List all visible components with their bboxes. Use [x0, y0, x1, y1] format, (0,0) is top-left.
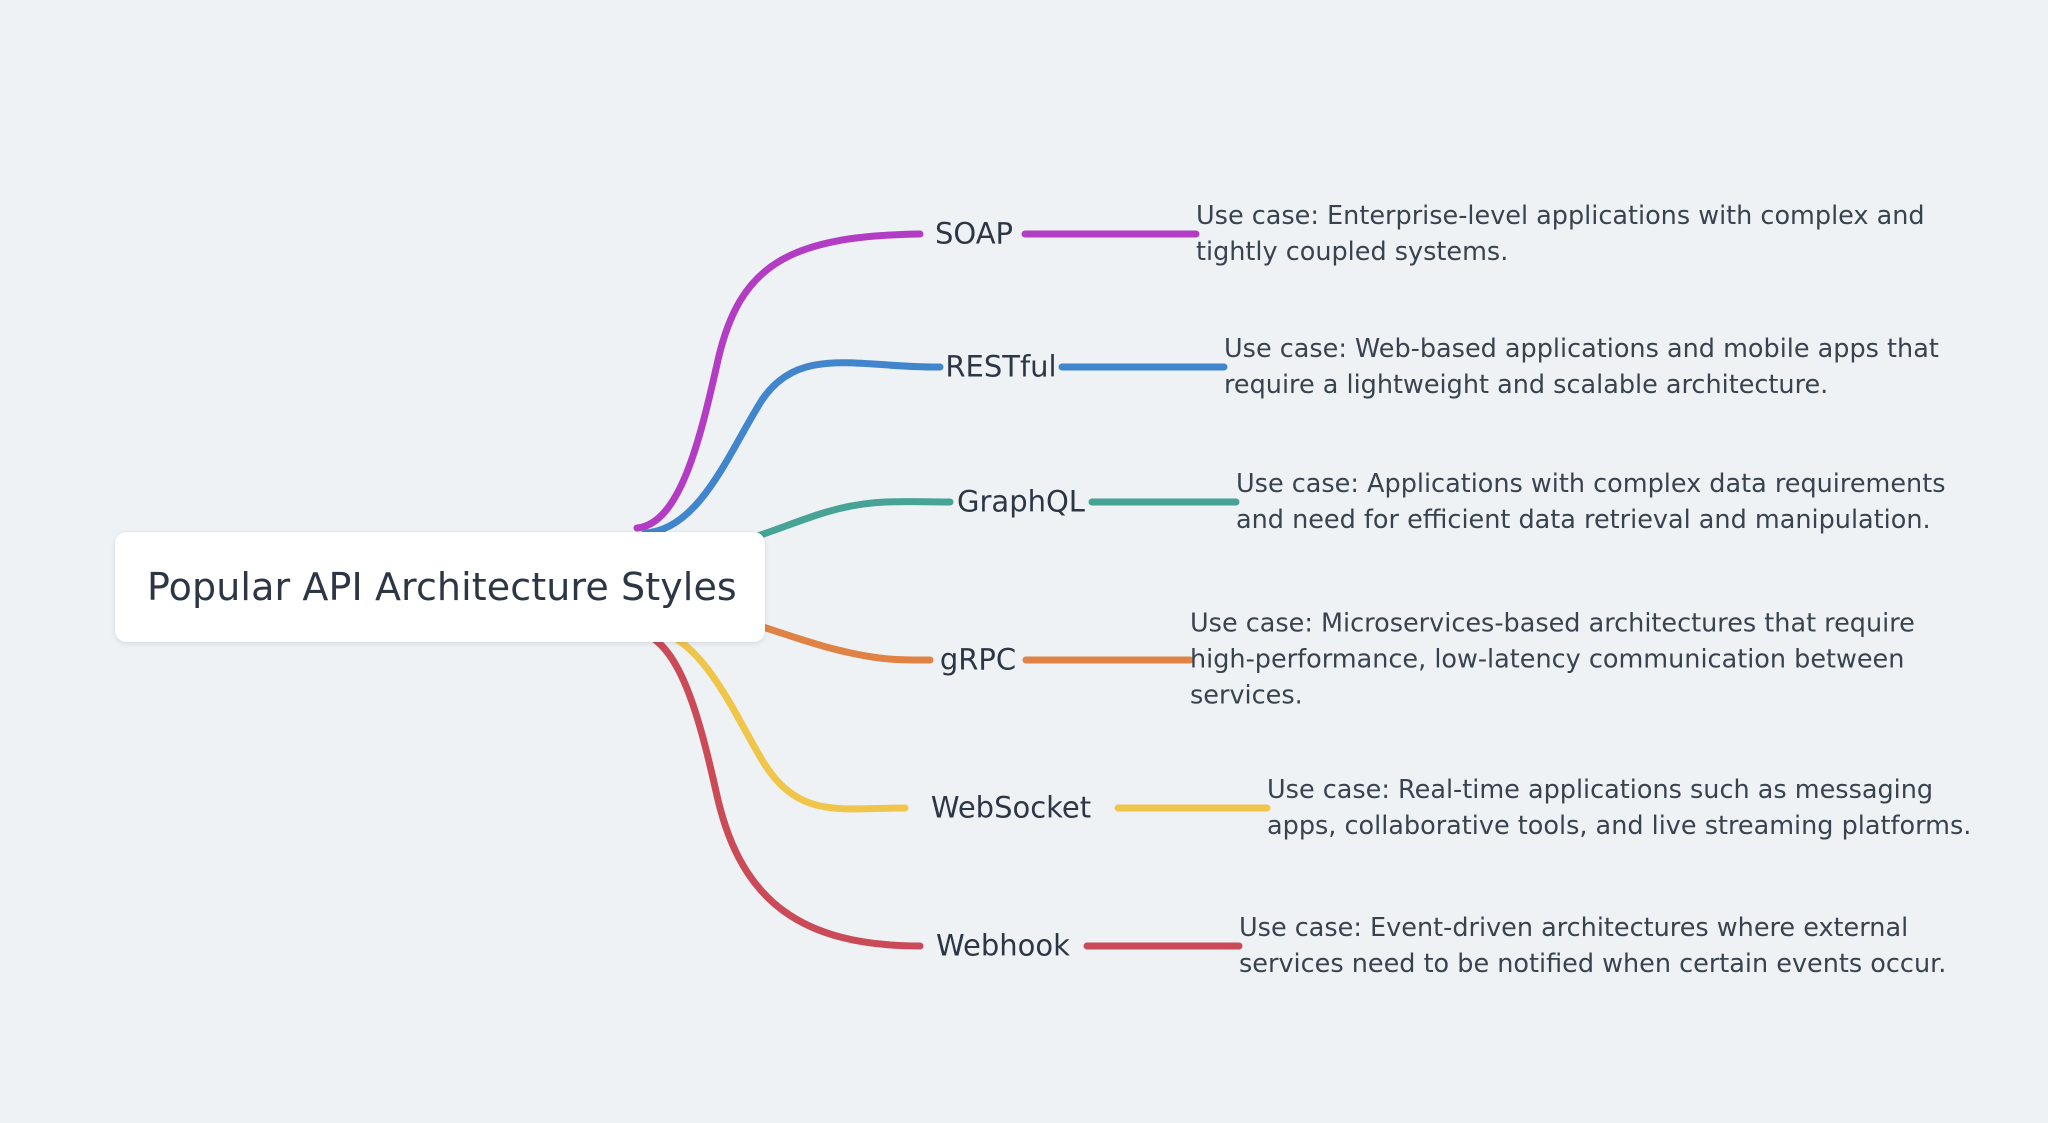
root-node[interactable]: Popular API Architecture Styles — [115, 532, 765, 642]
connector-curve-soap — [633, 230, 924, 532]
branch-description-grpc: Use case: Microservices-based architectu… — [1190, 608, 1915, 712]
branch-label-graphql[interactable]: GraphQL — [957, 484, 1085, 519]
connector-curve-webhook — [633, 628, 924, 950]
branch-label-websocket[interactable]: WebSocket — [930, 790, 1092, 825]
branch-label-webhook[interactable]: Webhook — [936, 928, 1070, 963]
branch-description-webhook: Use case: Event-driven architectures whe… — [1239, 912, 1947, 979]
connector-curve-websocket — [641, 624, 909, 813]
branch-description-soap: Use case: Enterprise-level applications … — [1196, 200, 1925, 267]
branch-label-soap[interactable]: SOAP — [934, 216, 1014, 251]
branch-description-restful: Use case: Web-based applications and mob… — [1224, 333, 1939, 400]
branch-label-restful[interactable]: RESTful — [945, 349, 1057, 384]
connector-curve-restful — [641, 359, 944, 537]
root-node-label: Popular API Architecture Styles — [147, 565, 737, 609]
branch-description-graphql: Use case: Applications with complex data… — [1236, 468, 1946, 535]
branch-label-grpc[interactable]: gRPC — [939, 642, 1017, 677]
branch-description-websocket: Use case: Real-time applications such as… — [1267, 774, 1972, 841]
